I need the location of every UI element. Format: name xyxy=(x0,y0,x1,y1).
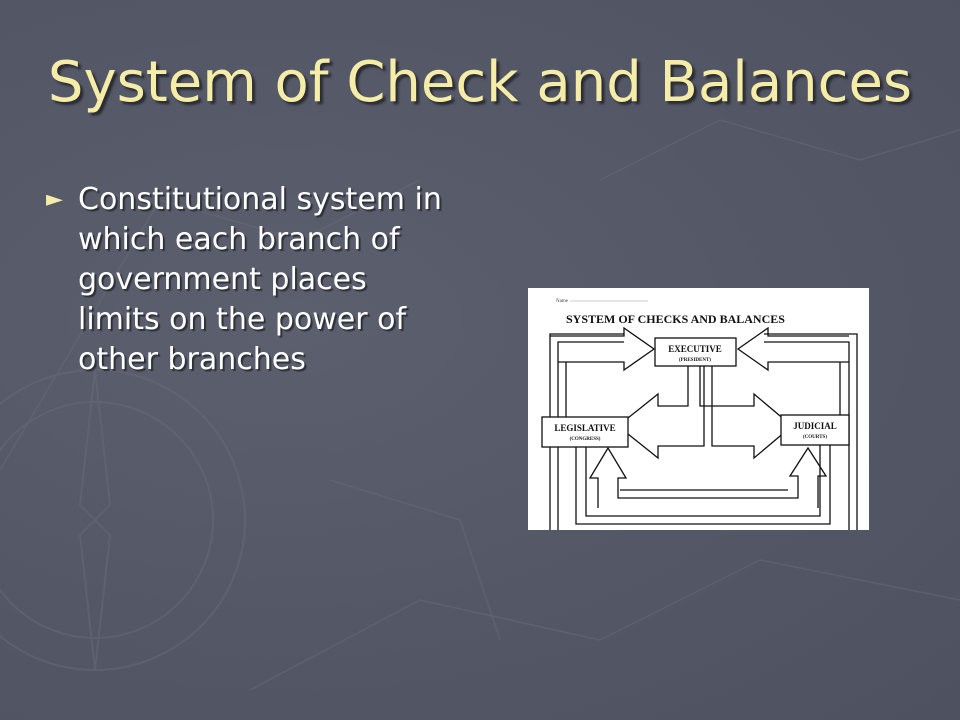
executive-sub-label: (PRESIDENT) xyxy=(679,358,711,363)
slide-title: System of Check and Balances xyxy=(47,50,913,115)
judicial-label: JUDICIAL xyxy=(793,421,837,431)
diagram-name-label: Name xyxy=(556,299,569,304)
diagram-heading: SYSTEM OF CHECKS AND BALANCES xyxy=(566,312,785,326)
checks-and-balances-diagram: Name SYSTEM OF CHECKS AND BALANCES xyxy=(528,288,869,530)
bullet-text: Constitutional system in which each bran… xyxy=(78,182,442,377)
executive-label: EXECUTIVE xyxy=(668,344,722,354)
legislative-sub-label: (CONGRESS) xyxy=(570,437,601,442)
legislative-label: LEGISLATIVE xyxy=(554,423,615,433)
triangle-bullet-icon: ► xyxy=(46,187,63,212)
bullet-item: ► Constitutional system in which each br… xyxy=(46,180,466,380)
judicial-sub-label: (COURTS) xyxy=(803,435,827,440)
